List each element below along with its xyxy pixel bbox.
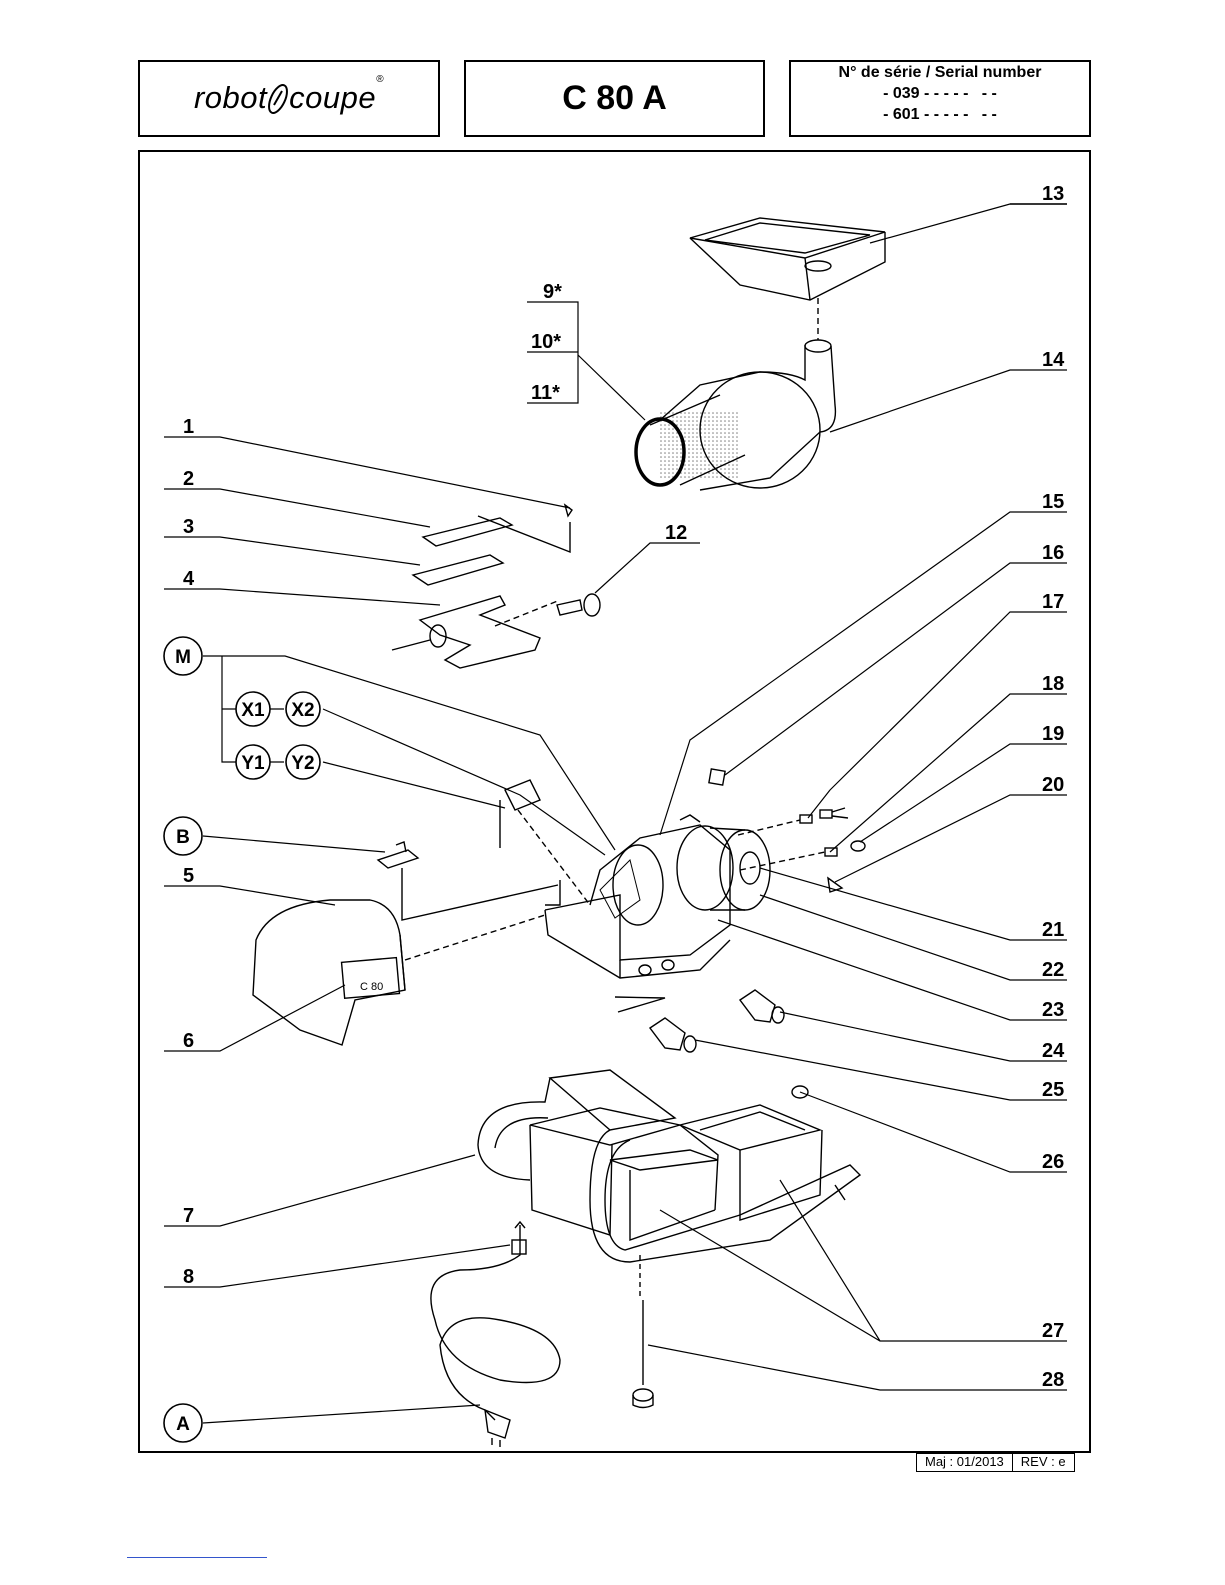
callout-9: 9*	[543, 281, 562, 303]
bracket-M	[222, 656, 236, 762]
leader-A	[203, 1405, 480, 1423]
callout-20: 20	[1042, 774, 1064, 796]
label-X2: X2	[291, 700, 314, 721]
leader-20	[835, 795, 1067, 882]
part-3-blade	[413, 555, 503, 585]
part-18-connector	[740, 848, 837, 870]
connector-xy	[270, 709, 284, 762]
leader-22	[760, 895, 1067, 980]
part-5-cover	[253, 900, 545, 1045]
leader-16	[725, 563, 1067, 775]
leader-X2	[323, 709, 605, 855]
leader-25	[695, 1040, 1067, 1100]
part-B-switch	[378, 842, 558, 920]
leader-19	[860, 744, 1067, 842]
part-12-bolt	[557, 594, 600, 616]
callout-2: 2	[183, 468, 194, 490]
label-Y2: Y2	[291, 753, 314, 774]
label-A: A	[176, 1414, 190, 1435]
part-28-foot	[633, 1300, 653, 1408]
callout-7: 7	[183, 1205, 194, 1227]
callout-19: 19	[1042, 723, 1064, 745]
callout-25: 25	[1042, 1079, 1064, 1101]
leader-5	[164, 886, 335, 905]
callout-28: 28	[1042, 1369, 1064, 1391]
callout-18: 18	[1042, 673, 1064, 695]
callout-24: 24	[1042, 1040, 1065, 1062]
revision-code: REV : e	[1013, 1454, 1074, 1471]
part-24-knob	[740, 990, 784, 1023]
callout-6: 6	[183, 1030, 194, 1052]
leader-27	[660, 1180, 1067, 1341]
part-16-plate	[709, 769, 725, 785]
part-7-frame	[478, 1070, 860, 1300]
part-1-screw	[478, 505, 572, 552]
callout-3: 3	[183, 516, 194, 538]
revision-footer: Maj : 01/2013 REV : e	[916, 1453, 1075, 1472]
label-M: M	[175, 647, 191, 668]
label-X1: X1	[241, 700, 265, 721]
part-Y2-bracket	[500, 780, 590, 905]
leader-12	[595, 543, 700, 593]
callout-8: 8	[183, 1266, 194, 1288]
callout-16: 16	[1042, 542, 1064, 564]
callout-14: 14	[1042, 349, 1065, 371]
callout-12: 12	[665, 522, 687, 544]
motor-assembly	[545, 815, 770, 978]
label-B: B	[176, 827, 190, 848]
leader-17	[808, 612, 1067, 818]
leader-1	[164, 437, 570, 508]
leader-14	[830, 370, 1067, 432]
callout-4: 4	[183, 568, 195, 590]
callout-21: 21	[1042, 919, 1064, 941]
leader-23	[718, 920, 1067, 1020]
callout-22: 22	[1042, 959, 1064, 981]
leader-18	[830, 694, 1067, 852]
callout-1: 1	[183, 416, 194, 438]
callout-10: 10*	[531, 331, 561, 353]
leader-21	[760, 868, 1067, 940]
part-4-holder	[392, 596, 560, 668]
part-14-mincer-body	[636, 340, 835, 490]
part-25-knob	[615, 997, 696, 1052]
callout-17: 17	[1042, 591, 1064, 613]
part-17-wires	[738, 808, 848, 835]
callout-13: 13	[1042, 183, 1064, 205]
page-link-underline	[127, 1557, 267, 1558]
leader-24	[780, 1012, 1067, 1061]
part-19-oring	[851, 841, 865, 851]
callout-23: 23	[1042, 999, 1064, 1021]
leader-4	[164, 589, 440, 605]
leader-2	[164, 489, 430, 527]
part-13-tray	[690, 218, 885, 340]
callout-11: 11*	[531, 382, 560, 404]
part-27-tray-right	[680, 1105, 845, 1220]
leader-8	[164, 1245, 510, 1287]
leader-7	[164, 1155, 475, 1226]
update-date: Maj : 01/2013	[917, 1454, 1013, 1471]
part-A-plug	[485, 1410, 510, 1447]
leader-Y2	[323, 762, 505, 808]
leader-26	[800, 1092, 1067, 1172]
callout-26: 26	[1042, 1151, 1064, 1173]
callout-5: 5	[183, 865, 194, 887]
part-2-blade	[423, 518, 512, 546]
leader-15	[660, 512, 1067, 835]
part-8-cable	[431, 1222, 560, 1420]
leader-13	[870, 204, 1067, 243]
leader-28	[648, 1345, 1067, 1390]
leader-B	[203, 836, 385, 852]
cover-model-label: C 80	[360, 981, 383, 993]
leader-3	[164, 537, 420, 565]
callout-15: 15	[1042, 491, 1064, 513]
label-Y1: Y1	[241, 753, 265, 774]
callout-27: 27	[1042, 1320, 1064, 1342]
